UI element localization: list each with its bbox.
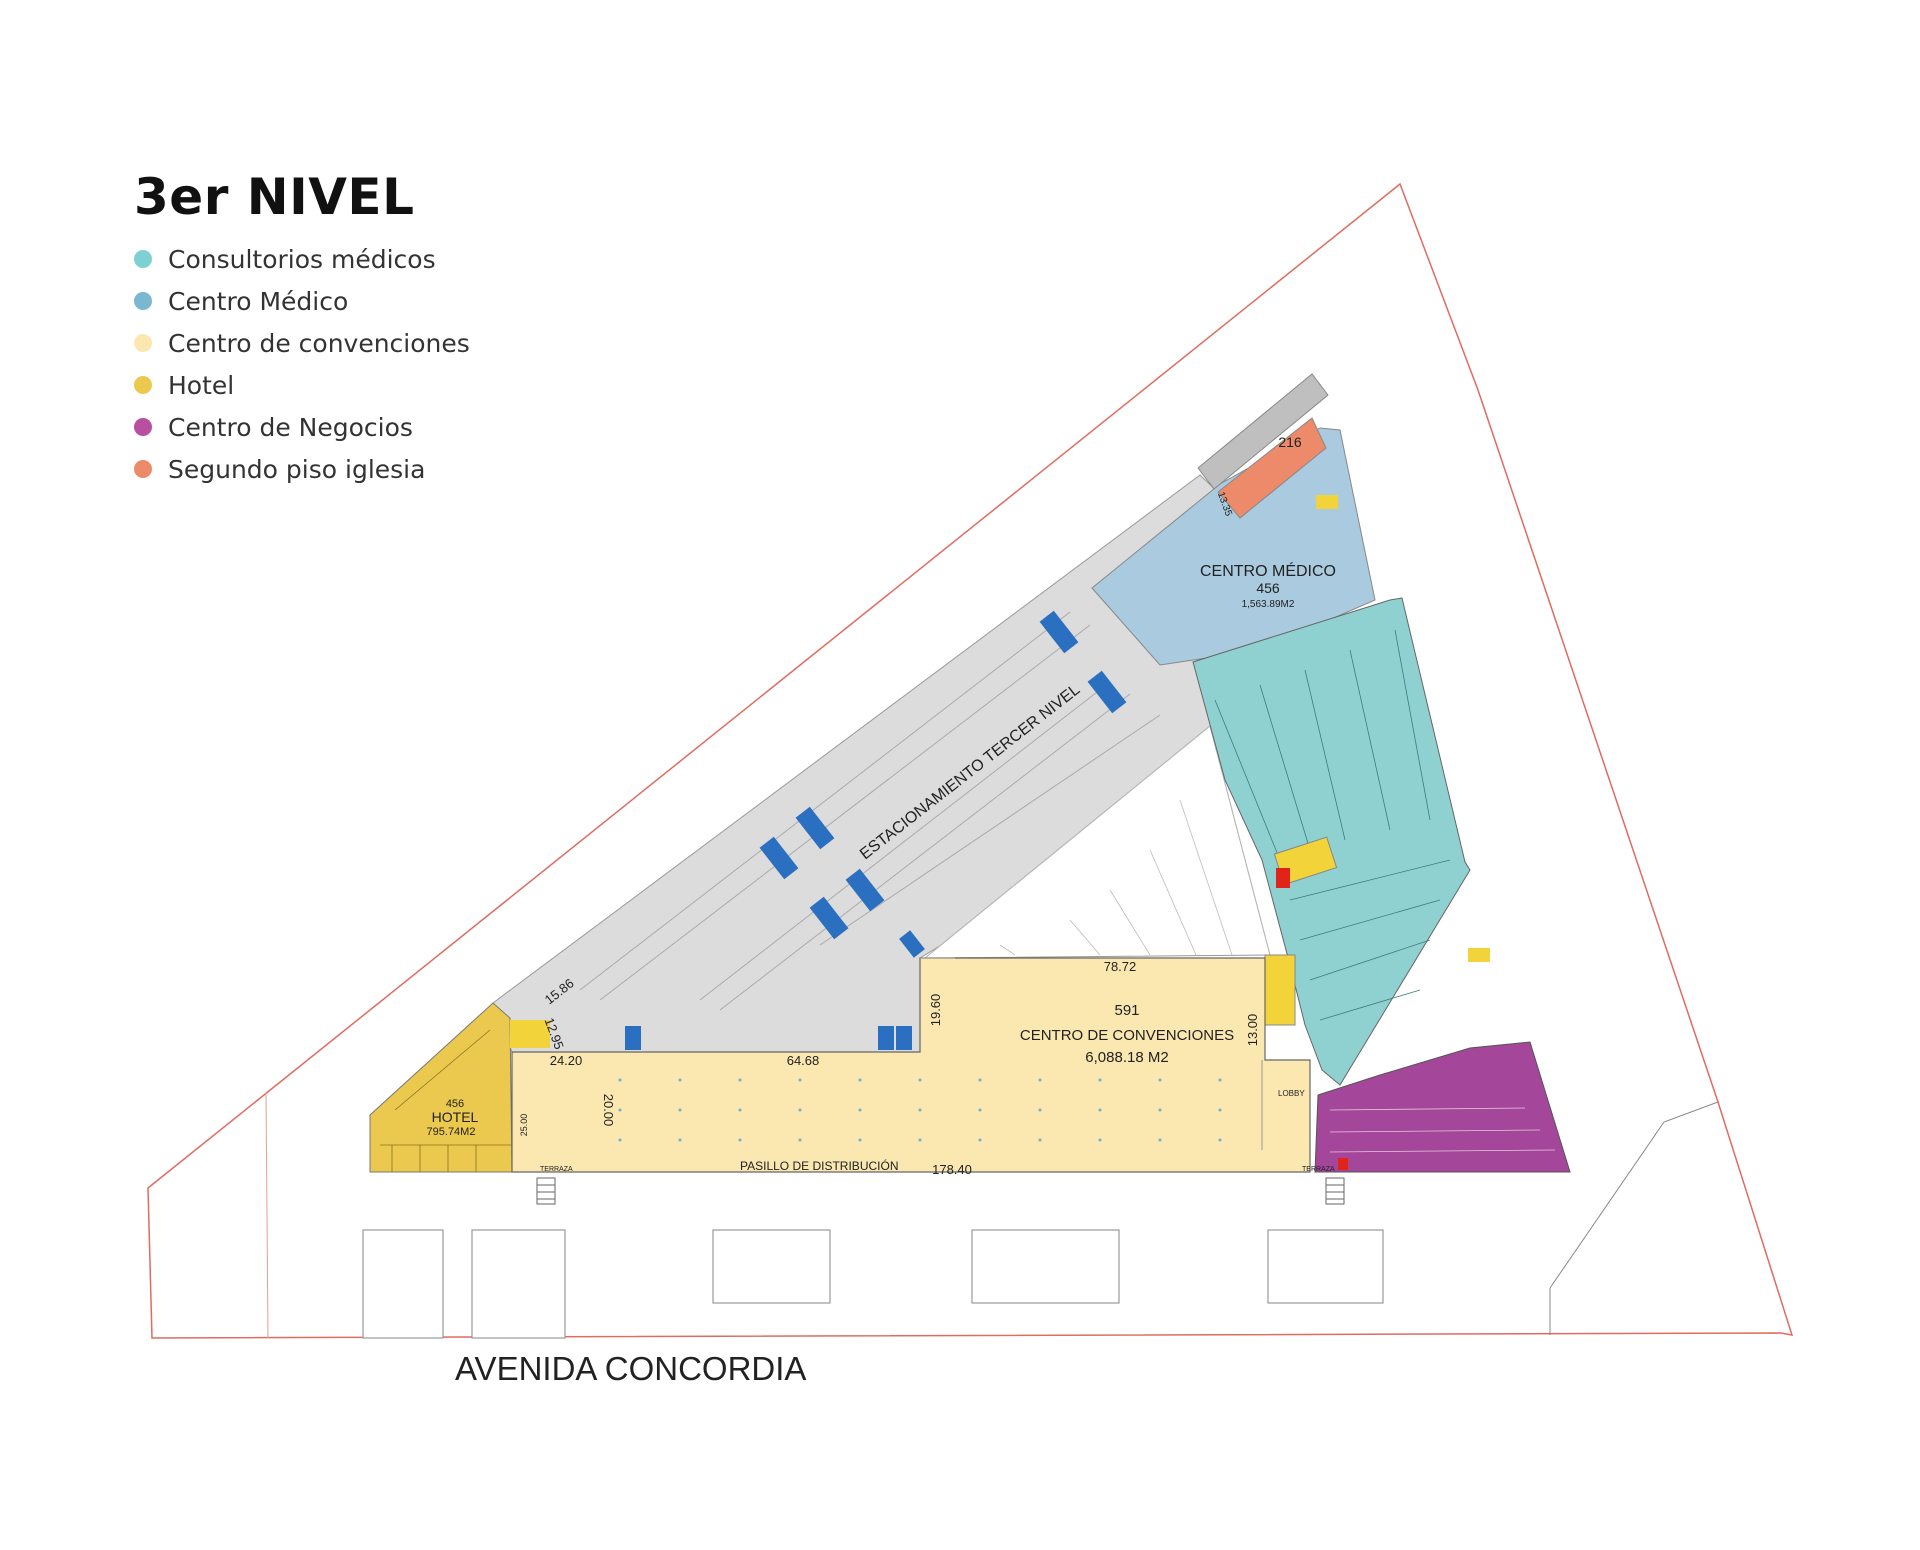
legend: Consultorios médicos Centro Médico Centr…	[134, 238, 470, 490]
legend-item: Hotel	[134, 364, 470, 406]
legend-item: Centro Médico	[134, 280, 470, 322]
page-title: 3er NIVEL	[134, 168, 415, 226]
hotel-zone	[369, 1002, 513, 1173]
legend-label: Centro de convenciones	[168, 328, 470, 358]
iglesia-number: 216	[1278, 434, 1302, 450]
lobby-label: LOBBY	[1278, 1089, 1305, 1098]
hotel-accent	[510, 1020, 550, 1048]
legend-label: Hotel	[168, 370, 235, 400]
hotel-rooms	[380, 1029, 512, 1172]
legend-label: Consultorios médicos	[168, 244, 436, 274]
lot-inner-line-right	[1549, 1101, 1719, 1335]
legend-label: Segundo piso iglesia	[168, 454, 426, 484]
dim-19-60: 19.60	[928, 994, 943, 1027]
service-block-2	[1276, 868, 1290, 888]
street-label: AVENIDA CONCORDIA	[455, 1350, 807, 1387]
negocios-grid	[1329, 1107, 1556, 1153]
hotel-area: 795.74M2	[427, 1126, 476, 1138]
dim-25-00: 25.00	[519, 1114, 529, 1137]
legend-item: Centro de Negocios	[134, 406, 470, 448]
terraza-left-label: TERRAZA	[540, 1166, 573, 1173]
legend-label: Centro de Negocios	[168, 412, 413, 442]
negocios-zone	[1314, 1041, 1571, 1173]
legend-dot	[134, 250, 152, 268]
street-blocks	[362, 1229, 1384, 1339]
top-structure	[1197, 373, 1329, 490]
parking-stalls	[579, 611, 1161, 1011]
centro-medico-name: CENTRO MÉDICO	[1200, 561, 1336, 580]
legend-dot	[134, 292, 152, 310]
dim-24-20: 24.20	[550, 1053, 583, 1068]
centro-medico-zone	[1091, 427, 1376, 666]
legend-dot	[134, 334, 152, 352]
dim-78-72: 78.72	[1104, 959, 1137, 974]
service-block-4	[1468, 948, 1490, 962]
convenciones-zone	[511, 957, 1311, 1173]
exit-marker	[1338, 1158, 1348, 1170]
consultorios-zone	[1192, 597, 1471, 1086]
legend-item: Centro de convenciones	[134, 322, 470, 364]
hotel-number: 456	[446, 1098, 464, 1110]
convenciones-name: CENTRO DE CONVENCIONES	[1020, 1027, 1234, 1044]
centro-medico-area: 1,563.89M2	[1242, 599, 1295, 610]
pasillo-label: PASILLO DE DISTRIBUCIÓN	[740, 1158, 898, 1173]
legend-dot	[134, 418, 152, 436]
legend-dot	[134, 376, 152, 394]
dim-178-40: 178.40	[932, 1162, 972, 1177]
legend-item: Consultorios médicos	[134, 238, 470, 280]
dim-64-68: 64.68	[787, 1053, 820, 1068]
convenciones-area: 6,088.18 M2	[1085, 1049, 1168, 1066]
dim-13-00: 13.00	[1245, 1014, 1260, 1047]
convenciones-number: 591	[1114, 1002, 1139, 1019]
stairs-left	[536, 1177, 556, 1205]
consultorios-grid	[1214, 629, 1451, 1021]
service-block-5	[1316, 495, 1338, 509]
ramp-lines	[924, 725, 1271, 959]
iglesia-zone	[1217, 417, 1327, 519]
terraza-right-label: TERRAZA	[1302, 1166, 1335, 1173]
hotel-name: HOTEL	[432, 1109, 479, 1125]
dim-20-00: 20.00	[601, 1094, 616, 1127]
legend-label: Centro Médico	[168, 286, 349, 316]
parking-markers	[625, 610, 1127, 1050]
legend-dot	[134, 460, 152, 478]
legend-item: Segundo piso iglesia	[134, 448, 470, 490]
centro-medico-number: 456	[1256, 580, 1280, 596]
stairs-right	[1325, 1177, 1345, 1205]
service-block-3	[1264, 954, 1296, 1026]
lot-inner-line-left	[265, 1092, 269, 1339]
convenciones-dots	[618, 1078, 1222, 1142]
